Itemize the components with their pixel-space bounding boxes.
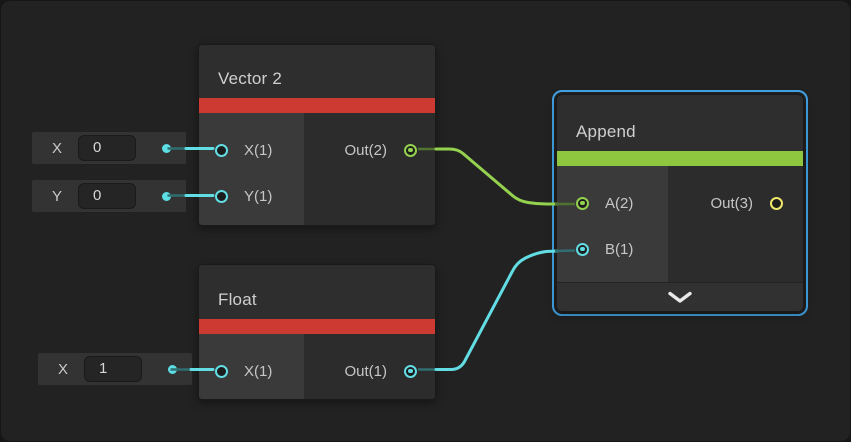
input-port-a2-label: A(2) <box>605 194 634 212</box>
node-append-title: Append <box>576 122 636 141</box>
node-append-input-section: A(2) B(1) <box>557 166 668 282</box>
output-port-out3-label: Out(3) <box>710 194 753 212</box>
input-port-y1-label: Y(1) <box>244 187 273 205</box>
node-float-header[interactable]: Float <box>199 265 435 319</box>
node-append[interactable]: Append A(2) B(1) Out(3) <box>556 94 804 312</box>
input-port-float-x1-label: X(1) <box>244 362 273 380</box>
node-vector2-output-section: Out(2) <box>304 113 435 225</box>
output-port-out2[interactable] <box>404 143 417 157</box>
port-row-float-out: Out(1) <box>304 349 435 393</box>
output-port-out2-label: Out(2) <box>344 141 387 159</box>
port-row-append-out: Out(3) <box>668 181 803 225</box>
node-float-accent-bar <box>199 319 435 334</box>
widget-float-x: X 1 <box>38 353 192 385</box>
widget-vector2-y-port[interactable] <box>162 191 171 201</box>
chevron-down-icon <box>668 291 692 303</box>
node-append-accent-bar <box>557 151 803 166</box>
node-vector2-input-section: X(1) Y(1) <box>199 113 304 225</box>
widget-vector2-y-label: Y <box>51 187 62 205</box>
output-port-out1-label: Out(1) <box>344 362 387 380</box>
widget-float-x-input[interactable]: 1 <box>84 356 142 382</box>
port-row-vector2-y: Y(1) <box>199 174 304 218</box>
node-float-input-section: X(1) <box>199 334 304 399</box>
node-vector2-title: Vector 2 <box>218 69 282 88</box>
input-port-b1-label: B(1) <box>605 240 634 258</box>
wire-out1-to-b1[interactable] <box>434 249 559 371</box>
node-vector2-header[interactable]: Vector 2 <box>199 45 435 98</box>
node-vector2[interactable]: Vector 2 X(1) Y(1) Out(2) <box>198 44 436 226</box>
input-port-y1[interactable] <box>215 189 228 203</box>
port-row-vector2-x: X(1) <box>199 128 304 172</box>
widget-vector2-x-port[interactable] <box>162 143 171 153</box>
wire-out2-to-a2[interactable] <box>434 147 559 206</box>
output-port-out3[interactable] <box>770 196 783 210</box>
input-port-b1[interactable] <box>576 242 589 256</box>
input-port-a2[interactable] <box>576 196 589 210</box>
widget-float-x-port[interactable] <box>168 364 177 374</box>
widget-vector2-y: Y 0 <box>32 180 186 212</box>
input-port-float-x1[interactable] <box>215 364 228 378</box>
port-row-vector2-out: Out(2) <box>304 128 435 172</box>
widget-vector2-x-label: X <box>51 139 62 157</box>
widget-vector2-x-input[interactable]: 0 <box>78 135 136 161</box>
node-append-expand-button[interactable] <box>557 282 803 311</box>
port-row-float-x: X(1) <box>199 349 304 393</box>
node-append-output-section: Out(3) <box>668 166 803 282</box>
widget-vector2-x: X 0 <box>32 132 186 164</box>
port-row-append-a: A(2) <box>557 181 668 225</box>
node-float-title: Float <box>218 290 257 309</box>
node-vector2-accent-bar <box>199 98 435 113</box>
port-row-append-b: B(1) <box>557 227 668 271</box>
input-port-x1[interactable] <box>215 143 228 157</box>
widget-vector2-y-input[interactable]: 0 <box>78 183 136 209</box>
node-append-header[interactable]: Append <box>557 95 803 151</box>
node-float[interactable]: Float X(1) Out(1) <box>198 264 436 400</box>
input-port-x1-label: X(1) <box>244 141 273 159</box>
widget-float-x-label: X <box>57 360 68 378</box>
output-port-out1[interactable] <box>404 364 417 378</box>
node-append-selection-outline: Append A(2) B(1) Out(3) <box>552 90 808 316</box>
node-float-output-section: Out(1) <box>304 334 435 399</box>
